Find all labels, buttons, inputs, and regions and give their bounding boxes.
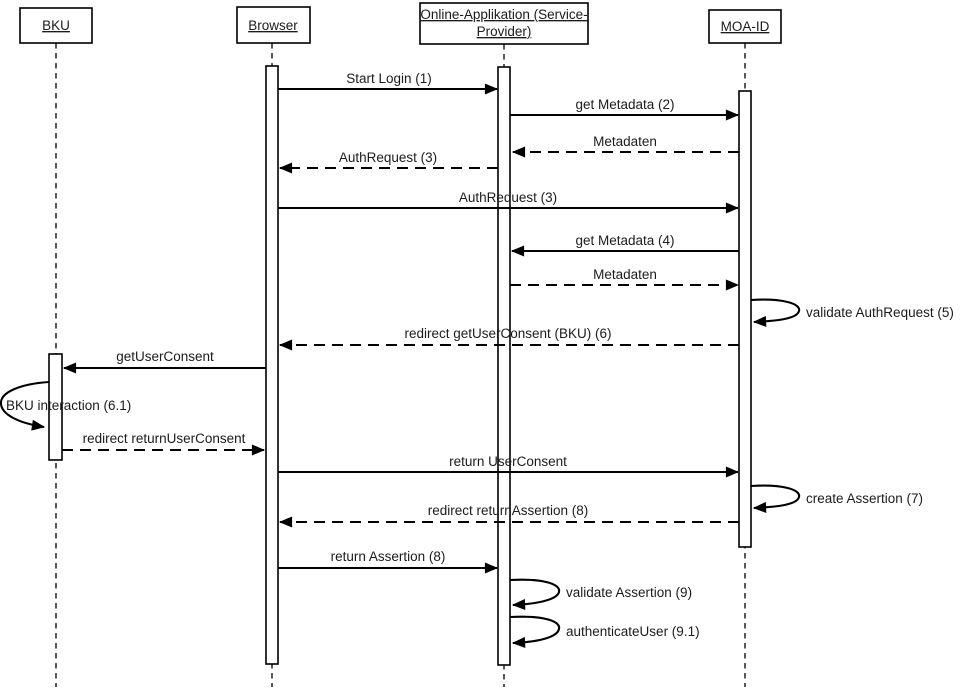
actor-heads: BKU Browser Online-Applikation (Service-… (19, 2, 782, 45)
message-label-get-metadata-2: get Metadata (2) (575, 97, 674, 112)
actor-box-moa-id (708, 9, 782, 44)
message-label-redirect-getuserconsent: redirect getUserConsent (BKU) (6) (404, 326, 611, 341)
actor-label-online-applikation-line2: Provider) (477, 24, 532, 39)
actor-label-online-applikation-line1: Online-Applikation (Service- (420, 7, 587, 22)
message-label-create-assertion: create Assertion (7) (806, 491, 923, 506)
message-label-metadaten-1: Metadaten (593, 134, 657, 149)
self-loop-bku-interaction (0, 380, 50, 431)
self-loop-validate-authrequest (750, 298, 801, 327)
message-label-return-userconsent: return UserConsent (449, 454, 567, 469)
message-label-start-login: Start Login (1) (346, 71, 432, 86)
message-label-metadaten-2: Metadaten (593, 267, 657, 282)
message-label-authenticateuser: authenticateUser (9.1) (566, 624, 700, 639)
activation-bar-browser (265, 65, 279, 665)
message-label-authrequest-redirect: AuthRequest (3) (339, 150, 437, 165)
message-label-get-metadata-4: get Metadata (4) (575, 233, 674, 248)
message-label-redirect-returnuserconsent: redirect returnUserConsent (83, 431, 246, 446)
message-label-validate-authrequest: validate AuthRequest (5) (806, 305, 954, 320)
message-label-return-assertion: return Assertion (8) (331, 549, 446, 564)
activation-bars (48, 65, 752, 666)
actor-label-bku: BKU (42, 18, 70, 33)
message-label-validate-assertion: validate Assertion (9) (566, 585, 692, 600)
actor-box-bku (19, 7, 93, 44)
messages: Start Login (1) get Metadata (2) Metadat… (0, 71, 954, 648)
actor-box-browser (236, 6, 311, 44)
activation-bar-moa-id (738, 90, 752, 548)
actor-label-browser: Browser (248, 18, 298, 33)
actor-box-online-applikation (419, 2, 589, 45)
message-label-redirect-returnassertion: redirect returnAssertion (8) (428, 503, 589, 518)
actor-label-moa-id: MOA-ID (721, 19, 770, 34)
activation-bar-bku (48, 353, 63, 461)
self-loop-create-assertion (750, 484, 801, 513)
self-loop-authenticateuser (509, 615, 561, 648)
message-label-authrequest-forward: AuthRequest (3) (459, 190, 557, 205)
self-loop-validate-assertion (509, 578, 561, 610)
activation-bar-online-applikation (497, 66, 511, 666)
message-label-bku-interaction: BKU interaction (6.1) (6, 398, 131, 413)
message-label-getuserconsent: getUserConsent (116, 349, 214, 364)
